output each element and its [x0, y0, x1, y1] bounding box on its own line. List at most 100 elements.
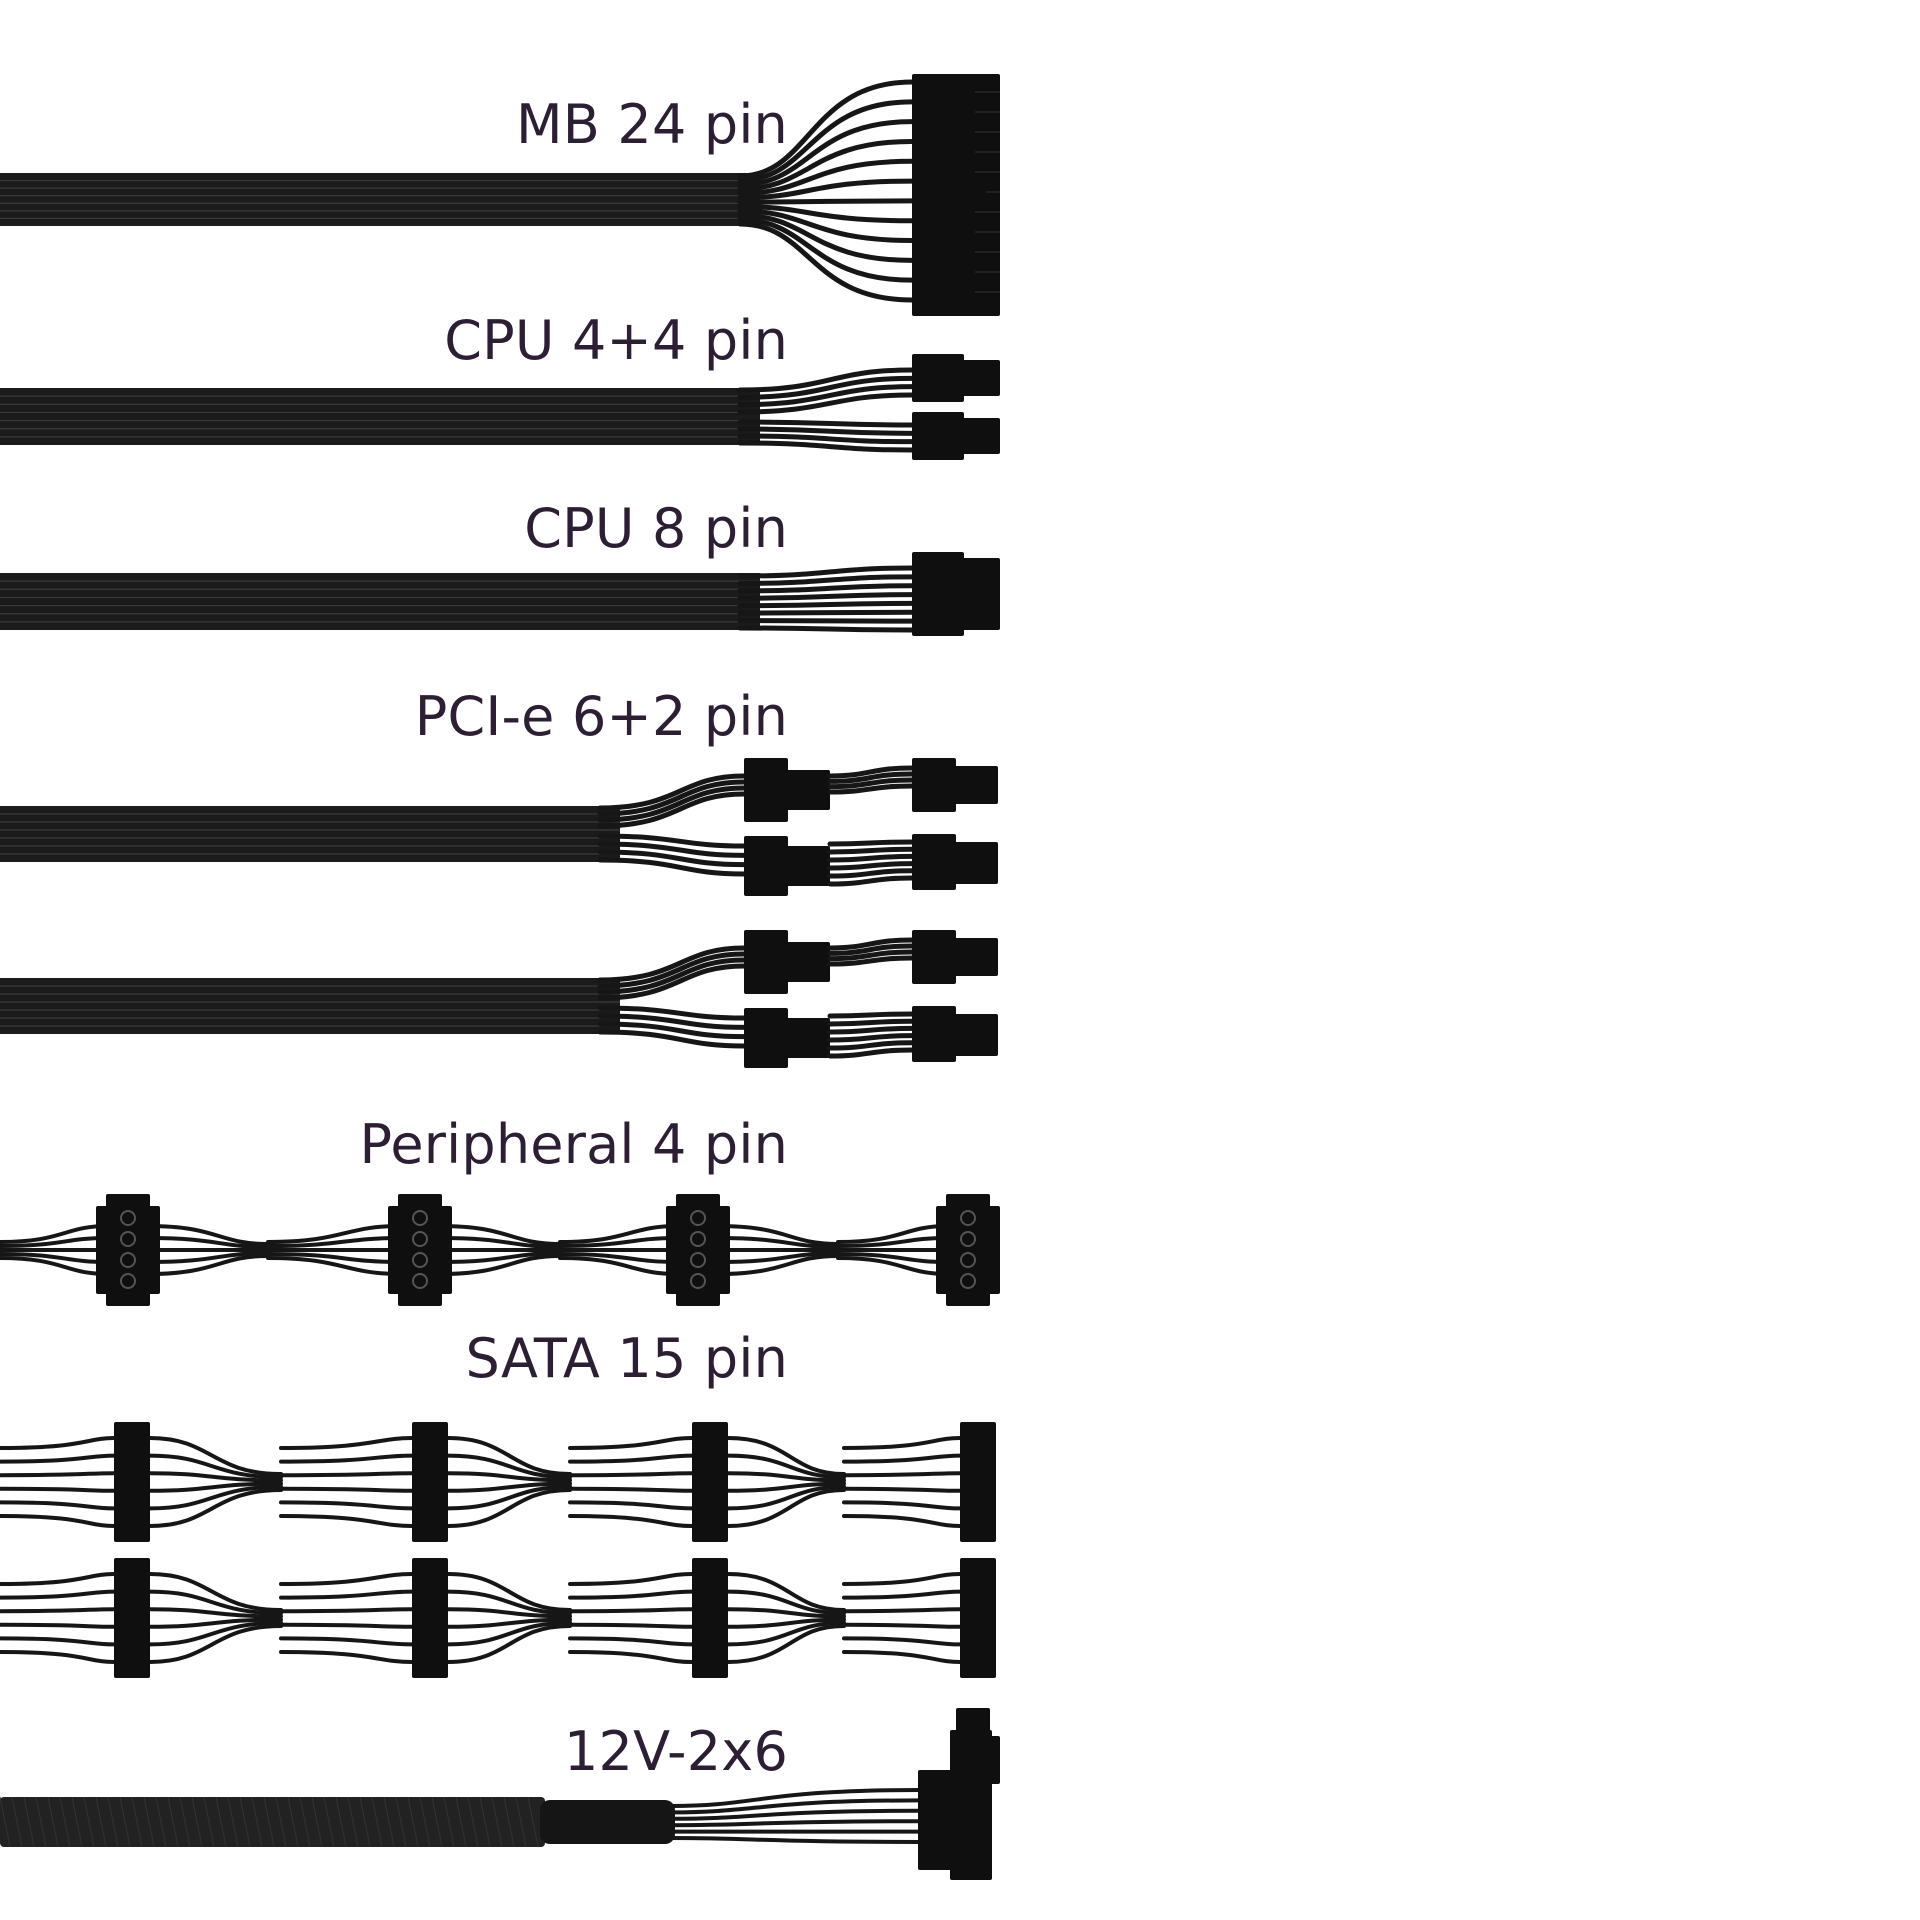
peripheral-wire — [0, 1252, 110, 1264]
sata-wire — [726, 1607, 846, 1619]
mb-24pin-cable — [0, 74, 1000, 316]
sata-wire — [148, 1617, 283, 1629]
mb-connector-latch — [940, 182, 986, 204]
peripheral-pin-hole — [690, 1231, 706, 1247]
pcie-wire — [597, 785, 747, 823]
cpu8-wire — [737, 592, 915, 601]
sata-wire — [0, 1650, 116, 1664]
pcie-6plus2-cable-1 — [0, 758, 998, 896]
pcie-wire — [597, 833, 747, 849]
mb-wire — [737, 79, 915, 179]
cpu44-connector-bottom-tip — [958, 418, 1000, 454]
12v-braid-texture — [479, 1796, 491, 1848]
12v-braid-texture — [287, 1796, 299, 1848]
sata-wire — [726, 1620, 846, 1647]
pcie-bundle — [0, 978, 620, 1034]
sata-wire — [842, 1486, 962, 1493]
pcie-6plus2-cable-2 — [0, 930, 998, 1068]
label-cpu-4plus4-pin: CPU 4+4 pin — [444, 309, 788, 372]
sata-wire — [279, 1514, 414, 1528]
mb-wire — [737, 138, 915, 192]
peripheral-connector-wing — [388, 1206, 452, 1294]
12v-connector-top — [956, 1708, 990, 1740]
pcie-connector-2-tip — [784, 1018, 830, 1058]
cpu8-wire — [737, 583, 915, 594]
peripheral-wire — [558, 1252, 680, 1264]
sata-wire — [148, 1589, 283, 1616]
sata-wire — [568, 1589, 694, 1600]
pcie-daisy-wire — [827, 1025, 915, 1035]
pcie-daisy-wire — [827, 861, 915, 871]
peripheral-wire — [146, 1254, 270, 1276]
peripheral-4pin-cable — [0, 1194, 1000, 1306]
cpu-8pin-cable — [0, 552, 1000, 636]
12v-braid-texture — [95, 1796, 107, 1848]
sata-connector-face — [698, 1564, 722, 1672]
pcie-connector-1-body — [744, 930, 788, 994]
pcie-daisy-wire — [827, 771, 915, 784]
sata-wire — [0, 1572, 116, 1586]
sata-wire — [568, 1453, 694, 1464]
cpu44-bundle — [0, 388, 760, 445]
sata-wire — [568, 1622, 694, 1629]
sata-wire — [726, 1481, 846, 1493]
cpu44-connector-bottom-body — [912, 412, 964, 460]
sata-wire — [726, 1453, 846, 1480]
12v-braid-texture — [527, 1796, 539, 1848]
pcie-daisy-wire — [827, 783, 915, 795]
sata-wire — [446, 1620, 572, 1647]
peripheral-wire — [266, 1224, 402, 1244]
sata-wire — [568, 1572, 694, 1586]
12v-braid-texture — [431, 1796, 443, 1848]
sata-wire — [279, 1486, 414, 1493]
12v-braid-texture — [359, 1796, 371, 1848]
cpu44-wire — [737, 375, 915, 400]
cpu44-connector-top-body — [912, 354, 964, 402]
12v-braid-texture — [227, 1796, 239, 1848]
peripheral-pin-hole — [120, 1231, 136, 1247]
12v-braid-texture — [455, 1796, 467, 1848]
pcie-daisy-wire — [827, 777, 915, 790]
12v-braid-texture — [515, 1796, 527, 1848]
pcie-daisy-wire — [827, 943, 915, 956]
peripheral-pin-hole — [690, 1273, 706, 1289]
sata-wire — [148, 1572, 283, 1612]
sata-wire — [842, 1589, 962, 1600]
sata-wire — [0, 1622, 116, 1629]
pcie-daisy-wire — [827, 839, 915, 847]
pcie-wire — [597, 963, 747, 1001]
label-12v-2x6: 12V-2x6 — [563, 1720, 788, 1783]
peripheral-wire — [836, 1256, 950, 1276]
12v-braid-texture — [203, 1796, 215, 1848]
sata-wire — [842, 1453, 962, 1464]
sata-wire — [568, 1650, 694, 1664]
sata-wire — [148, 1453, 283, 1480]
peripheral-wire — [438, 1236, 562, 1249]
peripheral-pin-hole — [120, 1273, 136, 1289]
peripheral-connector-wing — [666, 1206, 730, 1294]
12v-braid-texture — [239, 1796, 251, 1848]
12v-braid-texture — [107, 1796, 119, 1848]
pcie-daisy-wire — [827, 949, 915, 962]
peripheral-wire — [836, 1252, 950, 1264]
sata-wire — [842, 1500, 962, 1511]
12v-braid-texture — [59, 1796, 71, 1848]
peripheral-pin-hole — [690, 1252, 706, 1268]
cpu44-wire — [737, 384, 915, 408]
pcie-wire — [597, 791, 747, 829]
sata-wire — [726, 1572, 846, 1612]
12v-braid-texture — [11, 1796, 23, 1848]
pcie-wire — [597, 841, 747, 858]
sata-wire — [148, 1481, 283, 1493]
12v-braid-texture — [311, 1796, 323, 1848]
label-sata-15-pin: SATA 15 pin — [465, 1327, 788, 1390]
peripheral-pin-hole — [690, 1210, 706, 1226]
cpu44-connector-top-tip — [958, 360, 1000, 396]
cpu8-wire — [737, 609, 915, 616]
pcie-wire — [597, 951, 747, 989]
pcie-connector-4-tip — [952, 842, 998, 884]
sata-wire — [842, 1436, 962, 1450]
peripheral-wire — [266, 1256, 402, 1276]
sata-wire — [842, 1636, 962, 1647]
